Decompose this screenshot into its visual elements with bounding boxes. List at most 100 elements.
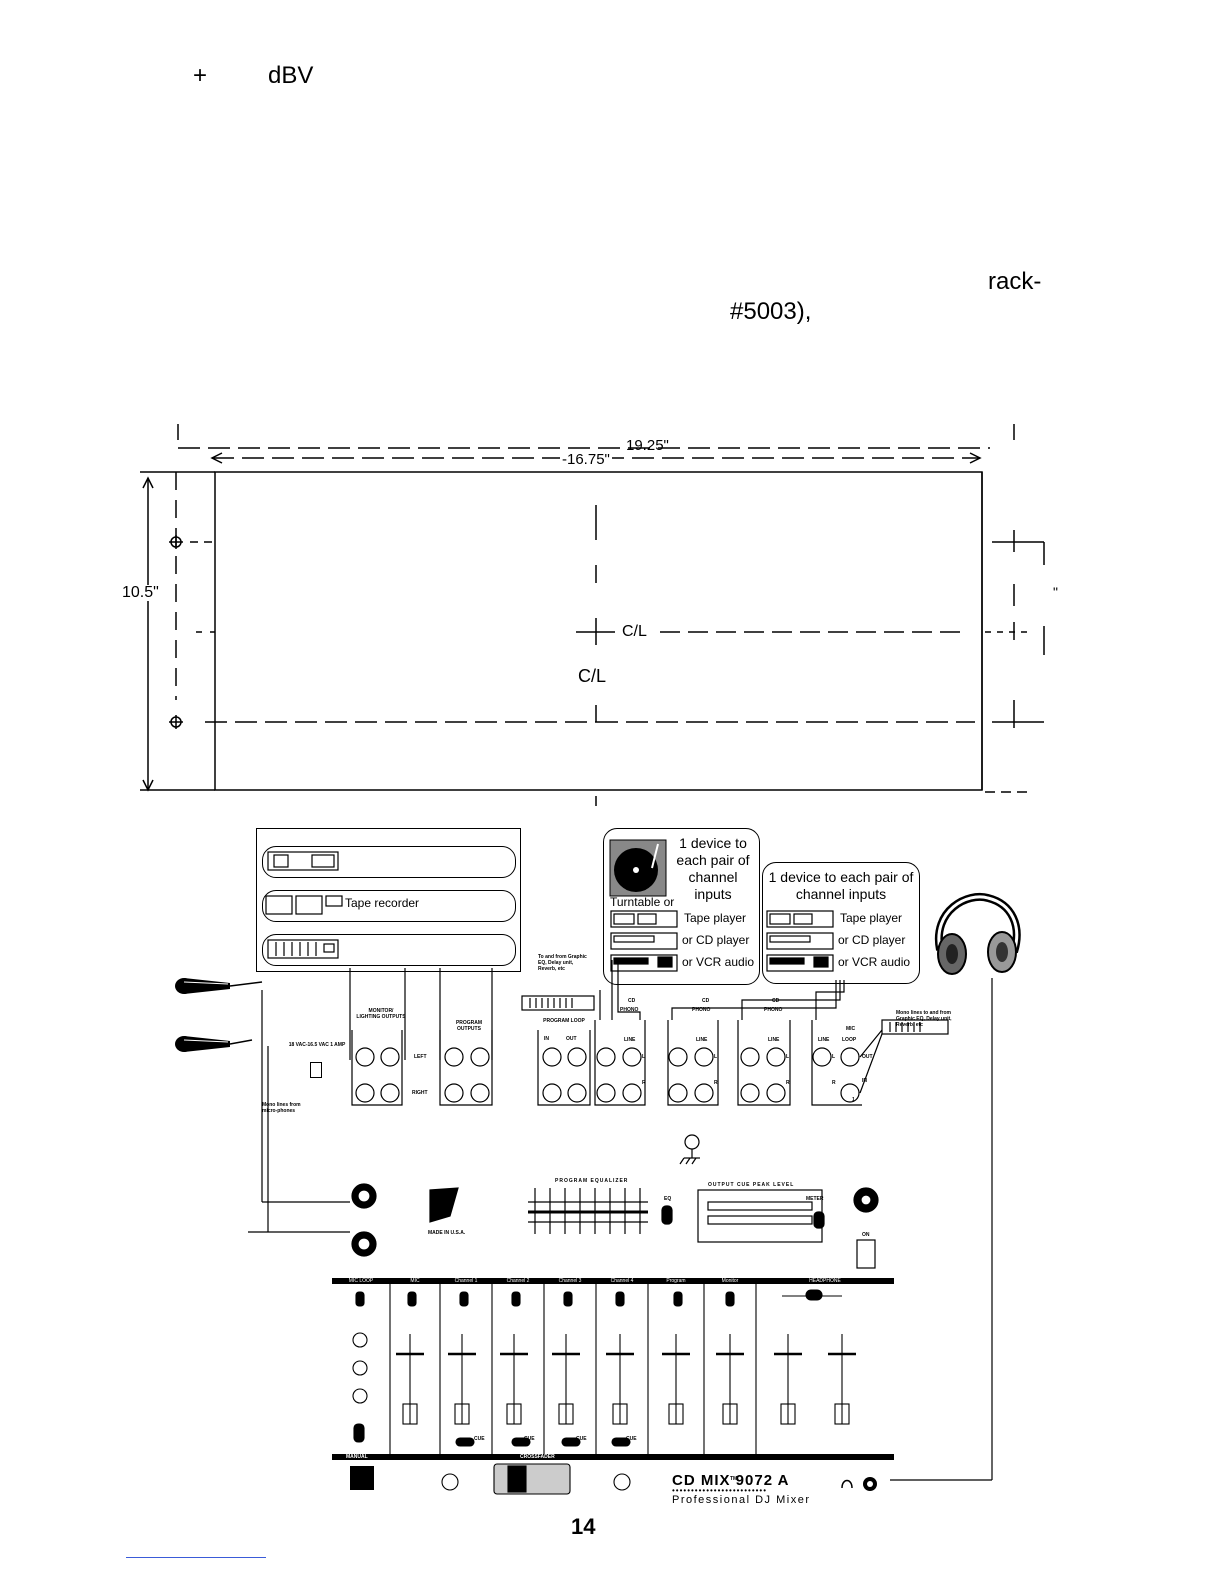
loop-in-label: IN bbox=[544, 1036, 549, 1042]
cd-label-2: CD bbox=[702, 998, 710, 1004]
left-label: LEFT bbox=[414, 1054, 427, 1060]
mic-loop-in-label: IN bbox=[862, 1078, 867, 1084]
tagline: Professional DJ Mixer bbox=[672, 1494, 811, 1506]
cue-label-3: CUE bbox=[576, 1436, 587, 1442]
phono-label-3: PHONO bbox=[764, 1007, 783, 1013]
loop-out-label: OUT bbox=[566, 1036, 577, 1042]
mic-loop-mic-label: MIC bbox=[846, 1026, 856, 1032]
page-number: 14 bbox=[571, 1514, 596, 1539]
device-unit-top bbox=[262, 846, 516, 878]
eq-note: To and from Graphic EQ, Delay unit, Reve… bbox=[538, 954, 587, 972]
turntable-group-vcr: or VCR audio bbox=[682, 955, 755, 969]
mic-loop-label: LOOP bbox=[842, 1037, 857, 1043]
right-group-caption: 1 device to each pair of channel inputs bbox=[768, 869, 914, 902]
manual-button bbox=[350, 1466, 374, 1490]
ch4-l-label: L bbox=[832, 1054, 836, 1060]
right-group-tape: Tape player bbox=[840, 911, 903, 925]
part-number: #5003), bbox=[730, 298, 812, 325]
centerline-vertical-label: C/L bbox=[578, 666, 607, 686]
strip-label-program: Program bbox=[666, 1278, 686, 1284]
program-loop-label: PROGRAM LOOP bbox=[543, 1018, 585, 1024]
turntable-icon bbox=[609, 839, 667, 897]
width-inner-label: -16.75" bbox=[560, 451, 612, 468]
turntable-group-device-icons bbox=[610, 910, 678, 972]
ch3-l-label: L bbox=[786, 1054, 790, 1060]
turntable-group-tape: Tape player bbox=[684, 911, 747, 925]
program-eq-label: PROGRAM EQUALIZER bbox=[555, 1178, 629, 1184]
turntable-group-cd: or CD player bbox=[682, 933, 750, 947]
strip-label-mic: MIC bbox=[410, 1278, 420, 1284]
right-group-cd: or CD player bbox=[838, 933, 906, 947]
strip-label-ch2: Channel 2 bbox=[506, 1278, 530, 1284]
width-outer-label: 19.25" bbox=[626, 437, 669, 454]
ch1-l-label: L bbox=[642, 1054, 646, 1060]
line-label-2: LINE bbox=[696, 1037, 708, 1043]
monitor-outputs-label: MONITOR/ LIGHTING OUTPUTS bbox=[356, 1008, 406, 1020]
crossfader-section bbox=[441, 1463, 631, 1495]
phono-label-2: PHONO bbox=[692, 1007, 711, 1013]
ch3-r-label: R bbox=[786, 1080, 790, 1086]
program-outputs-label: PROGRAM OUTPUTS bbox=[455, 1020, 483, 1032]
phono-label-1: PHONO bbox=[620, 1007, 639, 1013]
microphones-icon bbox=[175, 978, 263, 1052]
line-label-4: LINE bbox=[818, 1037, 830, 1043]
front-panel-top bbox=[351, 1183, 879, 1269]
model-dot-row: ••••••••••••••••••••••••• bbox=[672, 1486, 768, 1495]
cue-label-1: CUE bbox=[474, 1436, 485, 1442]
mono-note-right: Mono lines to and from Graphic EQ, Delay… bbox=[896, 1010, 952, 1028]
right-group-vcr: or VCR audio bbox=[838, 955, 911, 969]
height-label: 10.5" bbox=[122, 584, 159, 601]
right-label: RIGHT bbox=[412, 1090, 428, 1096]
strip-header-bar bbox=[332, 1278, 894, 1284]
headphones-icon bbox=[934, 892, 1021, 975]
trademark: TM bbox=[730, 1476, 738, 1482]
bottom-bar bbox=[332, 1454, 894, 1460]
on-label: ON bbox=[862, 1232, 870, 1238]
mic-loop-out-label: OUT bbox=[862, 1054, 873, 1060]
meter-label: METER bbox=[806, 1196, 824, 1202]
device-tape-recorder bbox=[262, 890, 516, 922]
manual-label: MANUAL bbox=[346, 1454, 368, 1460]
crossfader-label: CROSSFADER bbox=[520, 1454, 555, 1460]
rack-text: rack- bbox=[988, 268, 1042, 295]
plus-sign: + bbox=[193, 62, 208, 89]
strip-label-ch1: Channel 1 bbox=[454, 1278, 478, 1284]
device-equalizer bbox=[262, 934, 516, 966]
unit-dbv: dBV bbox=[268, 62, 314, 89]
headphone-jack-icon bbox=[841, 1477, 877, 1491]
strip-label-headphone: HEADPHONE bbox=[809, 1278, 841, 1284]
power-jack bbox=[310, 1062, 322, 1078]
mono-note-left: Mono lines from micro-phones bbox=[262, 1102, 301, 1114]
turntable-caption: 1 device to each pair of channel inputs bbox=[676, 835, 750, 902]
eq-switch-label: EQ bbox=[664, 1196, 672, 1202]
peak-level-label: OUTPUT CUE PEAK LEVEL bbox=[708, 1182, 795, 1188]
strip-label-mic-loop: MIC LOOP bbox=[348, 1278, 374, 1284]
cd-label-1: CD bbox=[628, 998, 636, 1004]
made-in-label: MADE IN U.S.A. bbox=[428, 1230, 466, 1236]
right-quote: " bbox=[1053, 584, 1058, 600]
line-label-3: LINE bbox=[768, 1037, 780, 1043]
strip-label-monitor: Monitor bbox=[721, 1278, 739, 1284]
cue-label-2: CUE bbox=[524, 1436, 535, 1442]
cd-label-3: CD bbox=[772, 998, 780, 1004]
rack-dimension-drawing bbox=[140, 424, 1045, 806]
strip-labels: MIC LOOP MIC Channel 1 Channel 2 Channel… bbox=[332, 1278, 894, 1284]
turntable-label: Turntable or bbox=[610, 895, 675, 909]
rear-panel-diagram bbox=[248, 960, 993, 1481]
mic-loop-number: 1 bbox=[852, 1097, 855, 1103]
right-group-device-icons bbox=[766, 910, 834, 972]
ch4-r-label: R bbox=[832, 1080, 836, 1086]
ch2-l-label: L bbox=[714, 1054, 718, 1060]
mixer-channel-strips bbox=[352, 1284, 856, 1454]
cue-label-4: CUE bbox=[626, 1436, 637, 1442]
strip-label-ch4: Channel 4 bbox=[610, 1278, 634, 1284]
line-label-1: LINE bbox=[624, 1037, 636, 1043]
strip-label-ch3: Channel 3 bbox=[558, 1278, 582, 1284]
tape-recorder-label: Tape recorder bbox=[345, 896, 420, 910]
ch1-r-label: R bbox=[642, 1080, 646, 1086]
model-name: CD MIX 9072 A bbox=[672, 1472, 790, 1489]
footer-rule bbox=[126, 1557, 266, 1558]
device-front-icons bbox=[265, 851, 343, 959]
ch2-r-label: R bbox=[714, 1080, 718, 1086]
power-label: 18 VAC-16.5 VAC 1 AMP bbox=[288, 1042, 346, 1048]
